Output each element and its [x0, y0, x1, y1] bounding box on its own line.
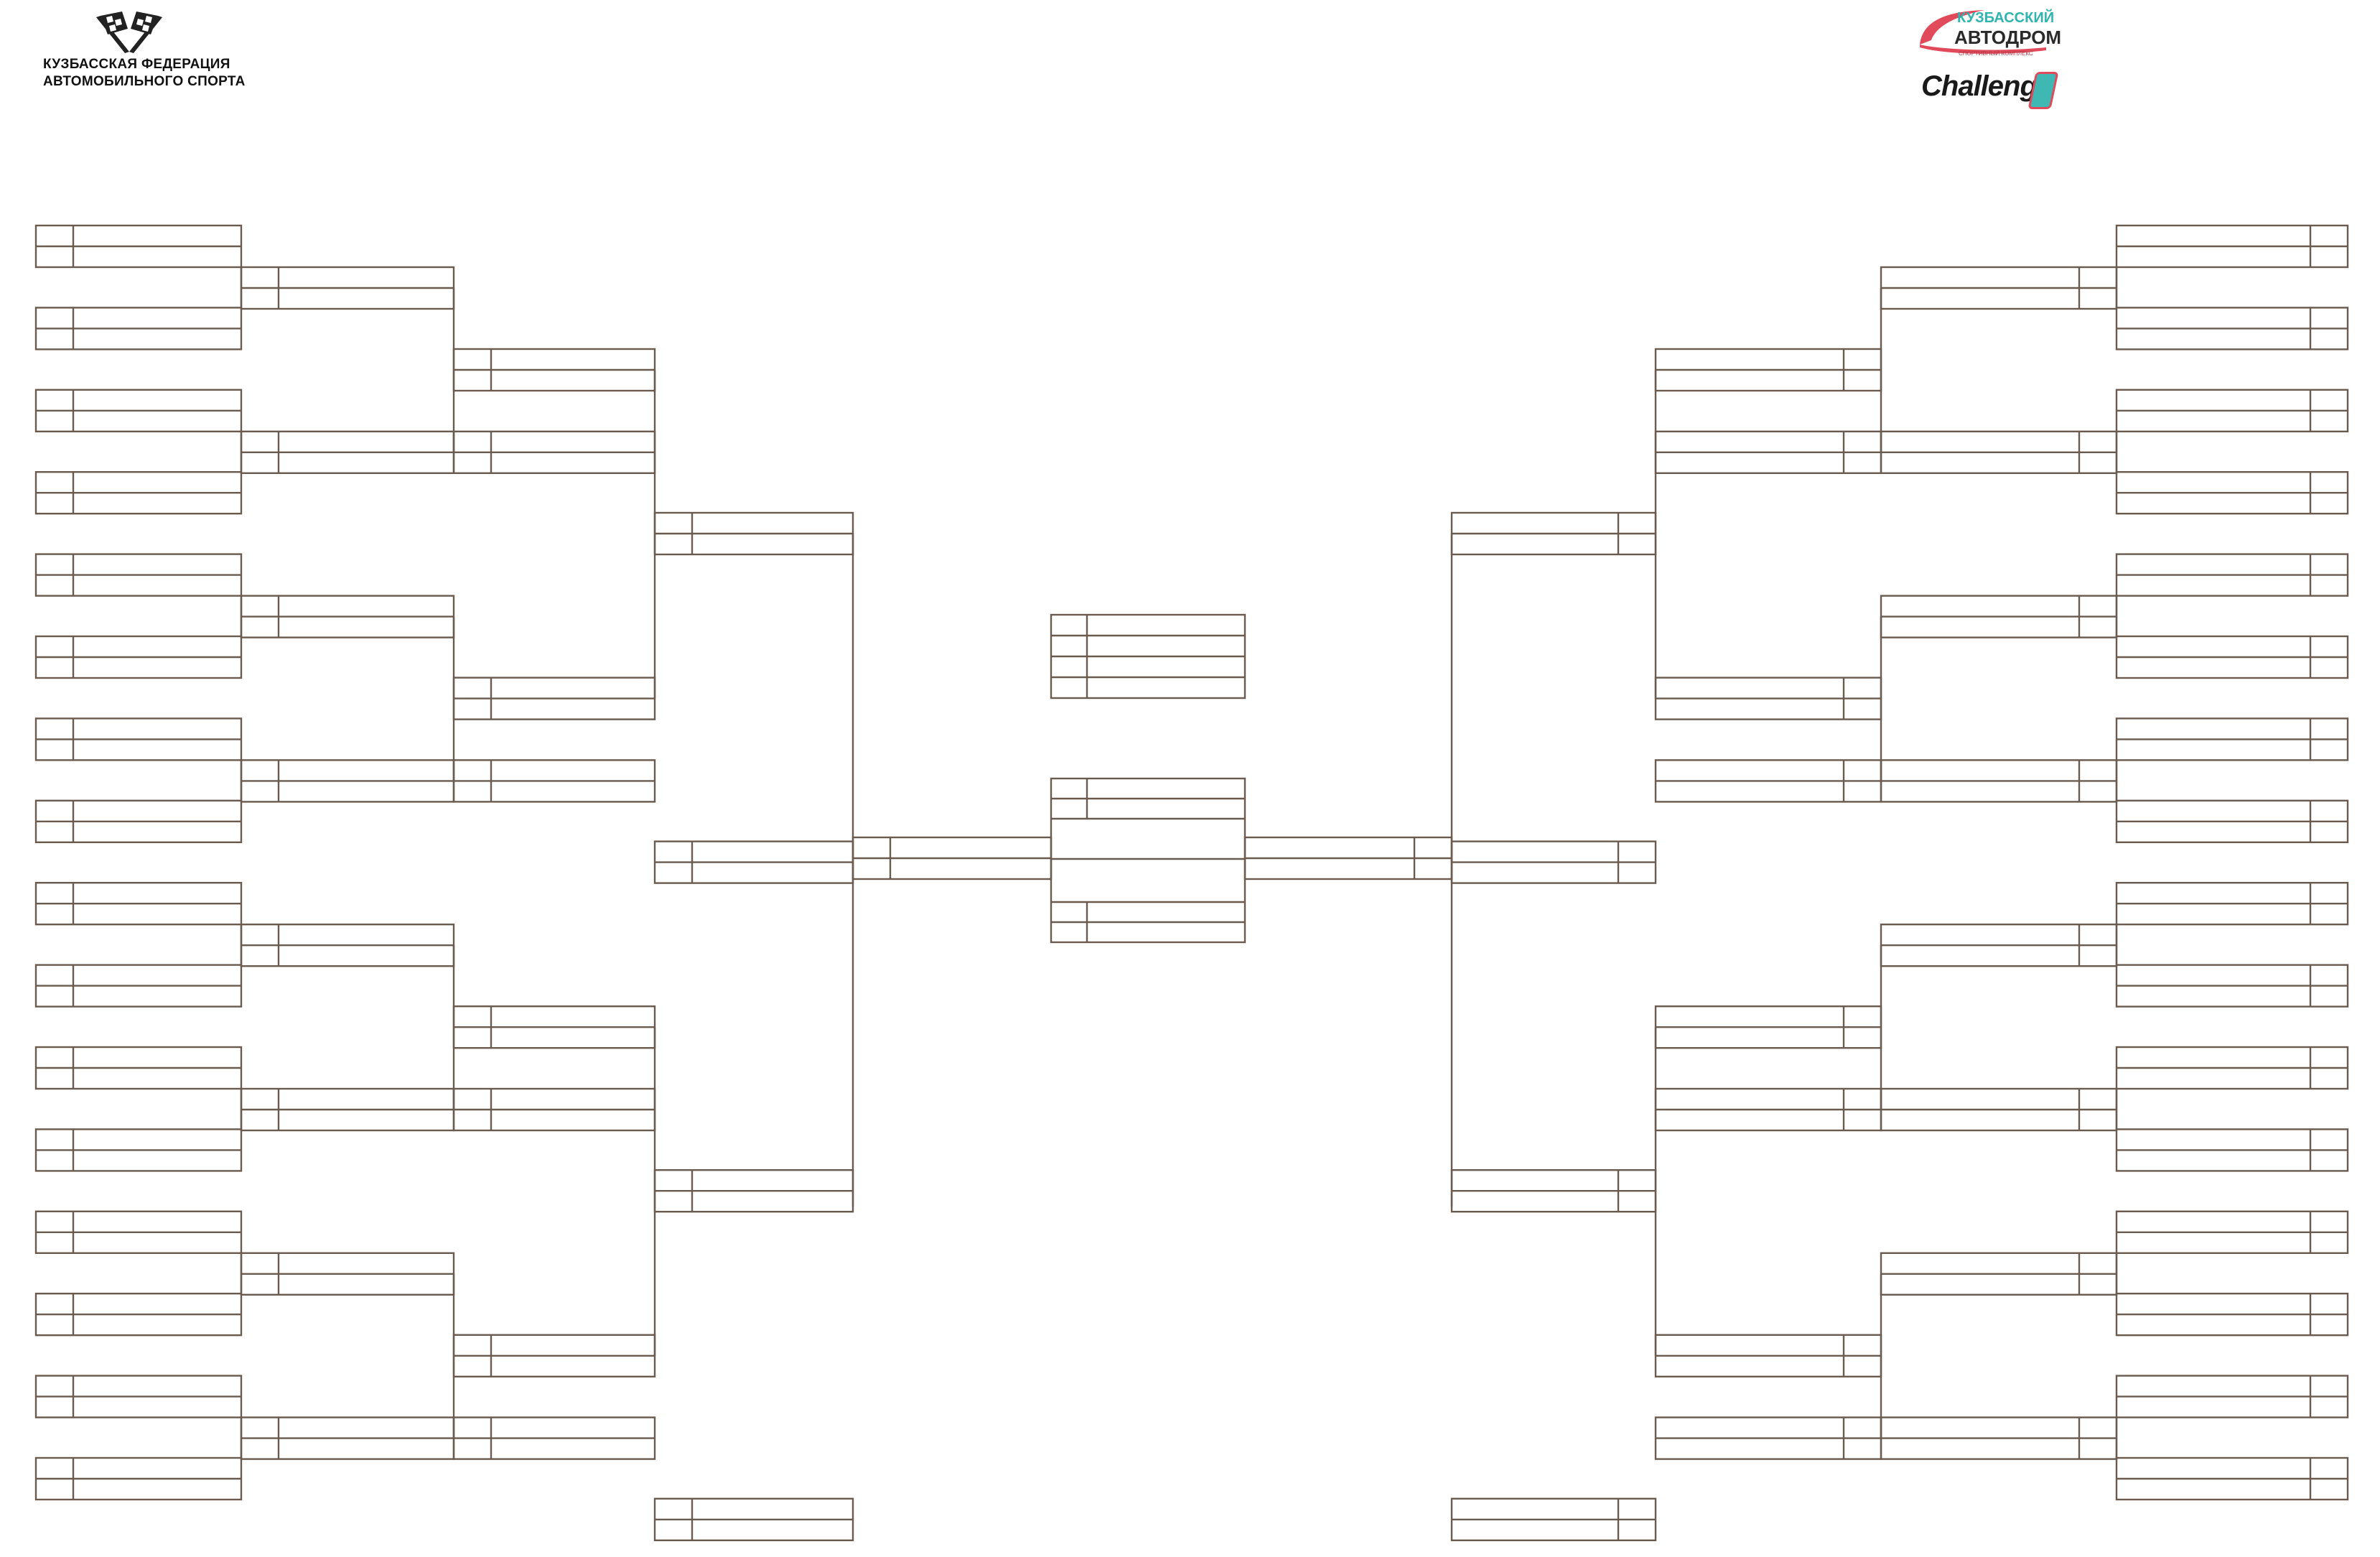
federation-logo: КУЗБАССКАЯ ФЕДЕРАЦИЯ АВТОМОБИЛЬНОГО СПОР…	[43, 10, 246, 90]
checkered-flags-emblem-icon	[96, 11, 162, 53]
kuzbass-logo-line-3: СПОРТИВНЫЙ КОМПЛЕКС	[1959, 50, 2033, 57]
kuzbass-logo-line-1: КУЗБАССКИЙ	[1957, 10, 2055, 26]
final-box[interactable]	[1050, 777, 1246, 944]
federation-name-line-1: КУЗБАССКАЯ ФЕДЕРАЦИЯ	[43, 57, 230, 72]
kuzbass-autodrom-logo: КУЗБАССКИЙ АВТОДРОМ СПОРТИВНЫЙ КОМПЛЕКС	[1915, 7, 2062, 63]
track-swoosh-icon	[1920, 10, 2046, 54]
federation-name-line-2: АВТОМОБИЛЬНОГО СПОРТА	[43, 74, 246, 89]
kuzbass-logo-line-2: АВТОДРОМ	[1954, 27, 2062, 48]
challenge-logo: Challenge	[1917, 66, 2061, 111]
